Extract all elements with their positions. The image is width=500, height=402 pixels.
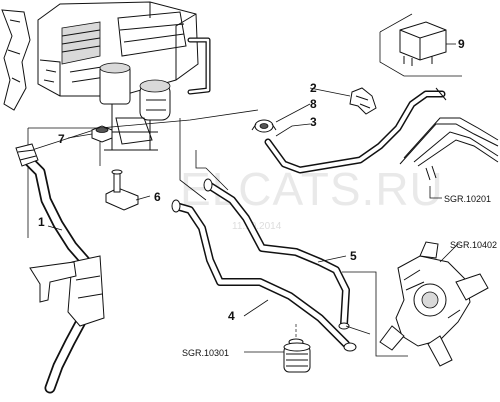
callout-7: 7 [58,132,65,146]
watermark-date: 11.10.2014 [232,221,282,232]
ref-sgr-10301: SGR.10301 [182,348,229,358]
bracket-part-6 [105,169,139,211]
callout-leaders [47,43,456,317]
callout-2: 2 [310,81,317,95]
watermark-site: ELCATS.RU [180,163,444,215]
callout-4: 4 [228,309,235,323]
nut-part-7 [91,125,113,143]
ref-sgr-10201: SGR.10201 [444,194,491,204]
cooler-sgr-10301 [244,324,311,373]
clamp-part-8 [251,119,277,133]
clip-part-2 [349,87,377,115]
callout-3: 3 [310,115,317,129]
hose-part-3 [264,87,447,174]
wiring-sgr-10201 [399,117,499,199]
hose-part-5 [203,178,350,330]
thermostat-sgr-10402 [379,241,489,367]
hose-part-1 [15,143,105,394]
ref-sgr-10402: SGR.10402 [450,240,497,250]
callout-6: 6 [154,190,161,204]
hose-part-4 [171,199,357,352]
callout-8: 8 [310,97,317,111]
callout-9: 9 [458,37,465,51]
engine-assembly [1,1,211,151]
callout-5: 5 [350,249,357,263]
callout-1: 1 [38,215,45,229]
relay-part-9 [379,13,462,77]
